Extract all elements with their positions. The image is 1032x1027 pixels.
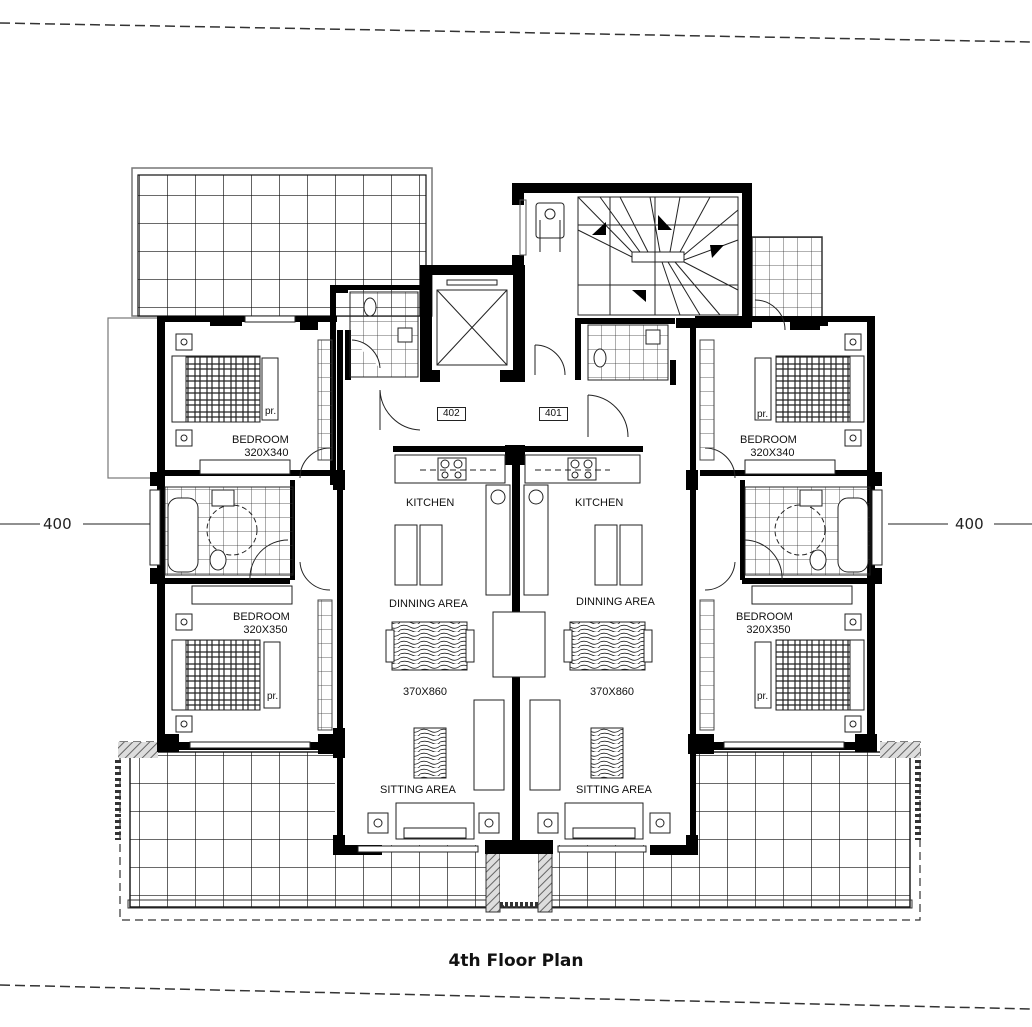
bedroom-right-bottom bbox=[751, 585, 865, 733]
room-size: 320X350 bbox=[746, 624, 791, 636]
section-line-bottom bbox=[0, 984, 1032, 1010]
room-size: 320X340 bbox=[244, 447, 289, 459]
tv-label: pr. bbox=[757, 691, 769, 702]
tv-label: pr. bbox=[265, 406, 277, 417]
windows bbox=[149, 315, 883, 853]
room-size-dining-left: 370X860 bbox=[403, 686, 448, 698]
room-label-dining-right: DINNING AREA bbox=[576, 596, 655, 608]
plan-title: 4th Floor Plan bbox=[448, 951, 584, 971]
bathroom-right bbox=[744, 486, 871, 576]
room-label-bedroom-right-top: BEDROOM 320X340 bbox=[740, 434, 797, 460]
unit-number-401: 401 bbox=[539, 407, 568, 421]
room-label-bedroom-right-bottom: BEDROOM 320X350 bbox=[736, 611, 793, 637]
unit-number-402: 402 bbox=[437, 407, 466, 421]
bedroom-left-top bbox=[171, 333, 291, 475]
bathroom-left bbox=[164, 486, 294, 576]
sitting-set-right bbox=[529, 699, 671, 840]
tv-label: pr. bbox=[267, 691, 279, 702]
room-label-bedroom-left-top: BEDROOM 320X340 bbox=[232, 434, 289, 460]
room-size-dining-right: 370X860 bbox=[590, 686, 635, 698]
dining-set-left bbox=[385, 524, 475, 671]
dining-set-right bbox=[563, 524, 653, 671]
bedroom-left-bottom bbox=[171, 585, 293, 733]
terrace-top-right bbox=[751, 236, 823, 320]
room-label-dining-left: DINNING AREA bbox=[389, 598, 468, 610]
room-label-kitchen-left: KITCHEN bbox=[406, 497, 455, 509]
room-name: BEDROOM bbox=[232, 434, 289, 446]
wc-right-shared bbox=[587, 324, 669, 381]
kitchen-counters bbox=[394, 454, 641, 596]
wc-left-shared bbox=[349, 291, 419, 378]
room-name: BEDROOM bbox=[736, 611, 793, 623]
wheelchair-icon bbox=[535, 202, 565, 252]
sitting-set-left bbox=[367, 699, 505, 840]
room-label-sitting-right: SITTING AREA bbox=[576, 784, 652, 796]
section-line-top bbox=[0, 22, 1032, 43]
room-label-kitchen-right: KITCHEN bbox=[575, 497, 624, 509]
room-size: 320X350 bbox=[243, 624, 288, 636]
room-size: 320X340 bbox=[750, 447, 795, 459]
elevator bbox=[436, 279, 508, 366]
room-name: BEDROOM bbox=[740, 434, 797, 446]
room-name: BEDROOM bbox=[233, 611, 290, 623]
dimension-right: 400 bbox=[952, 515, 987, 533]
staircase bbox=[577, 196, 739, 316]
room-label-sitting-left: SITTING AREA bbox=[380, 784, 456, 796]
bedroom-right-top bbox=[744, 333, 865, 475]
room-label-bedroom-left-bottom: BEDROOM 320X350 bbox=[233, 611, 290, 637]
dimension-left: 400 bbox=[40, 515, 75, 533]
tv-label: pr. bbox=[757, 409, 769, 420]
